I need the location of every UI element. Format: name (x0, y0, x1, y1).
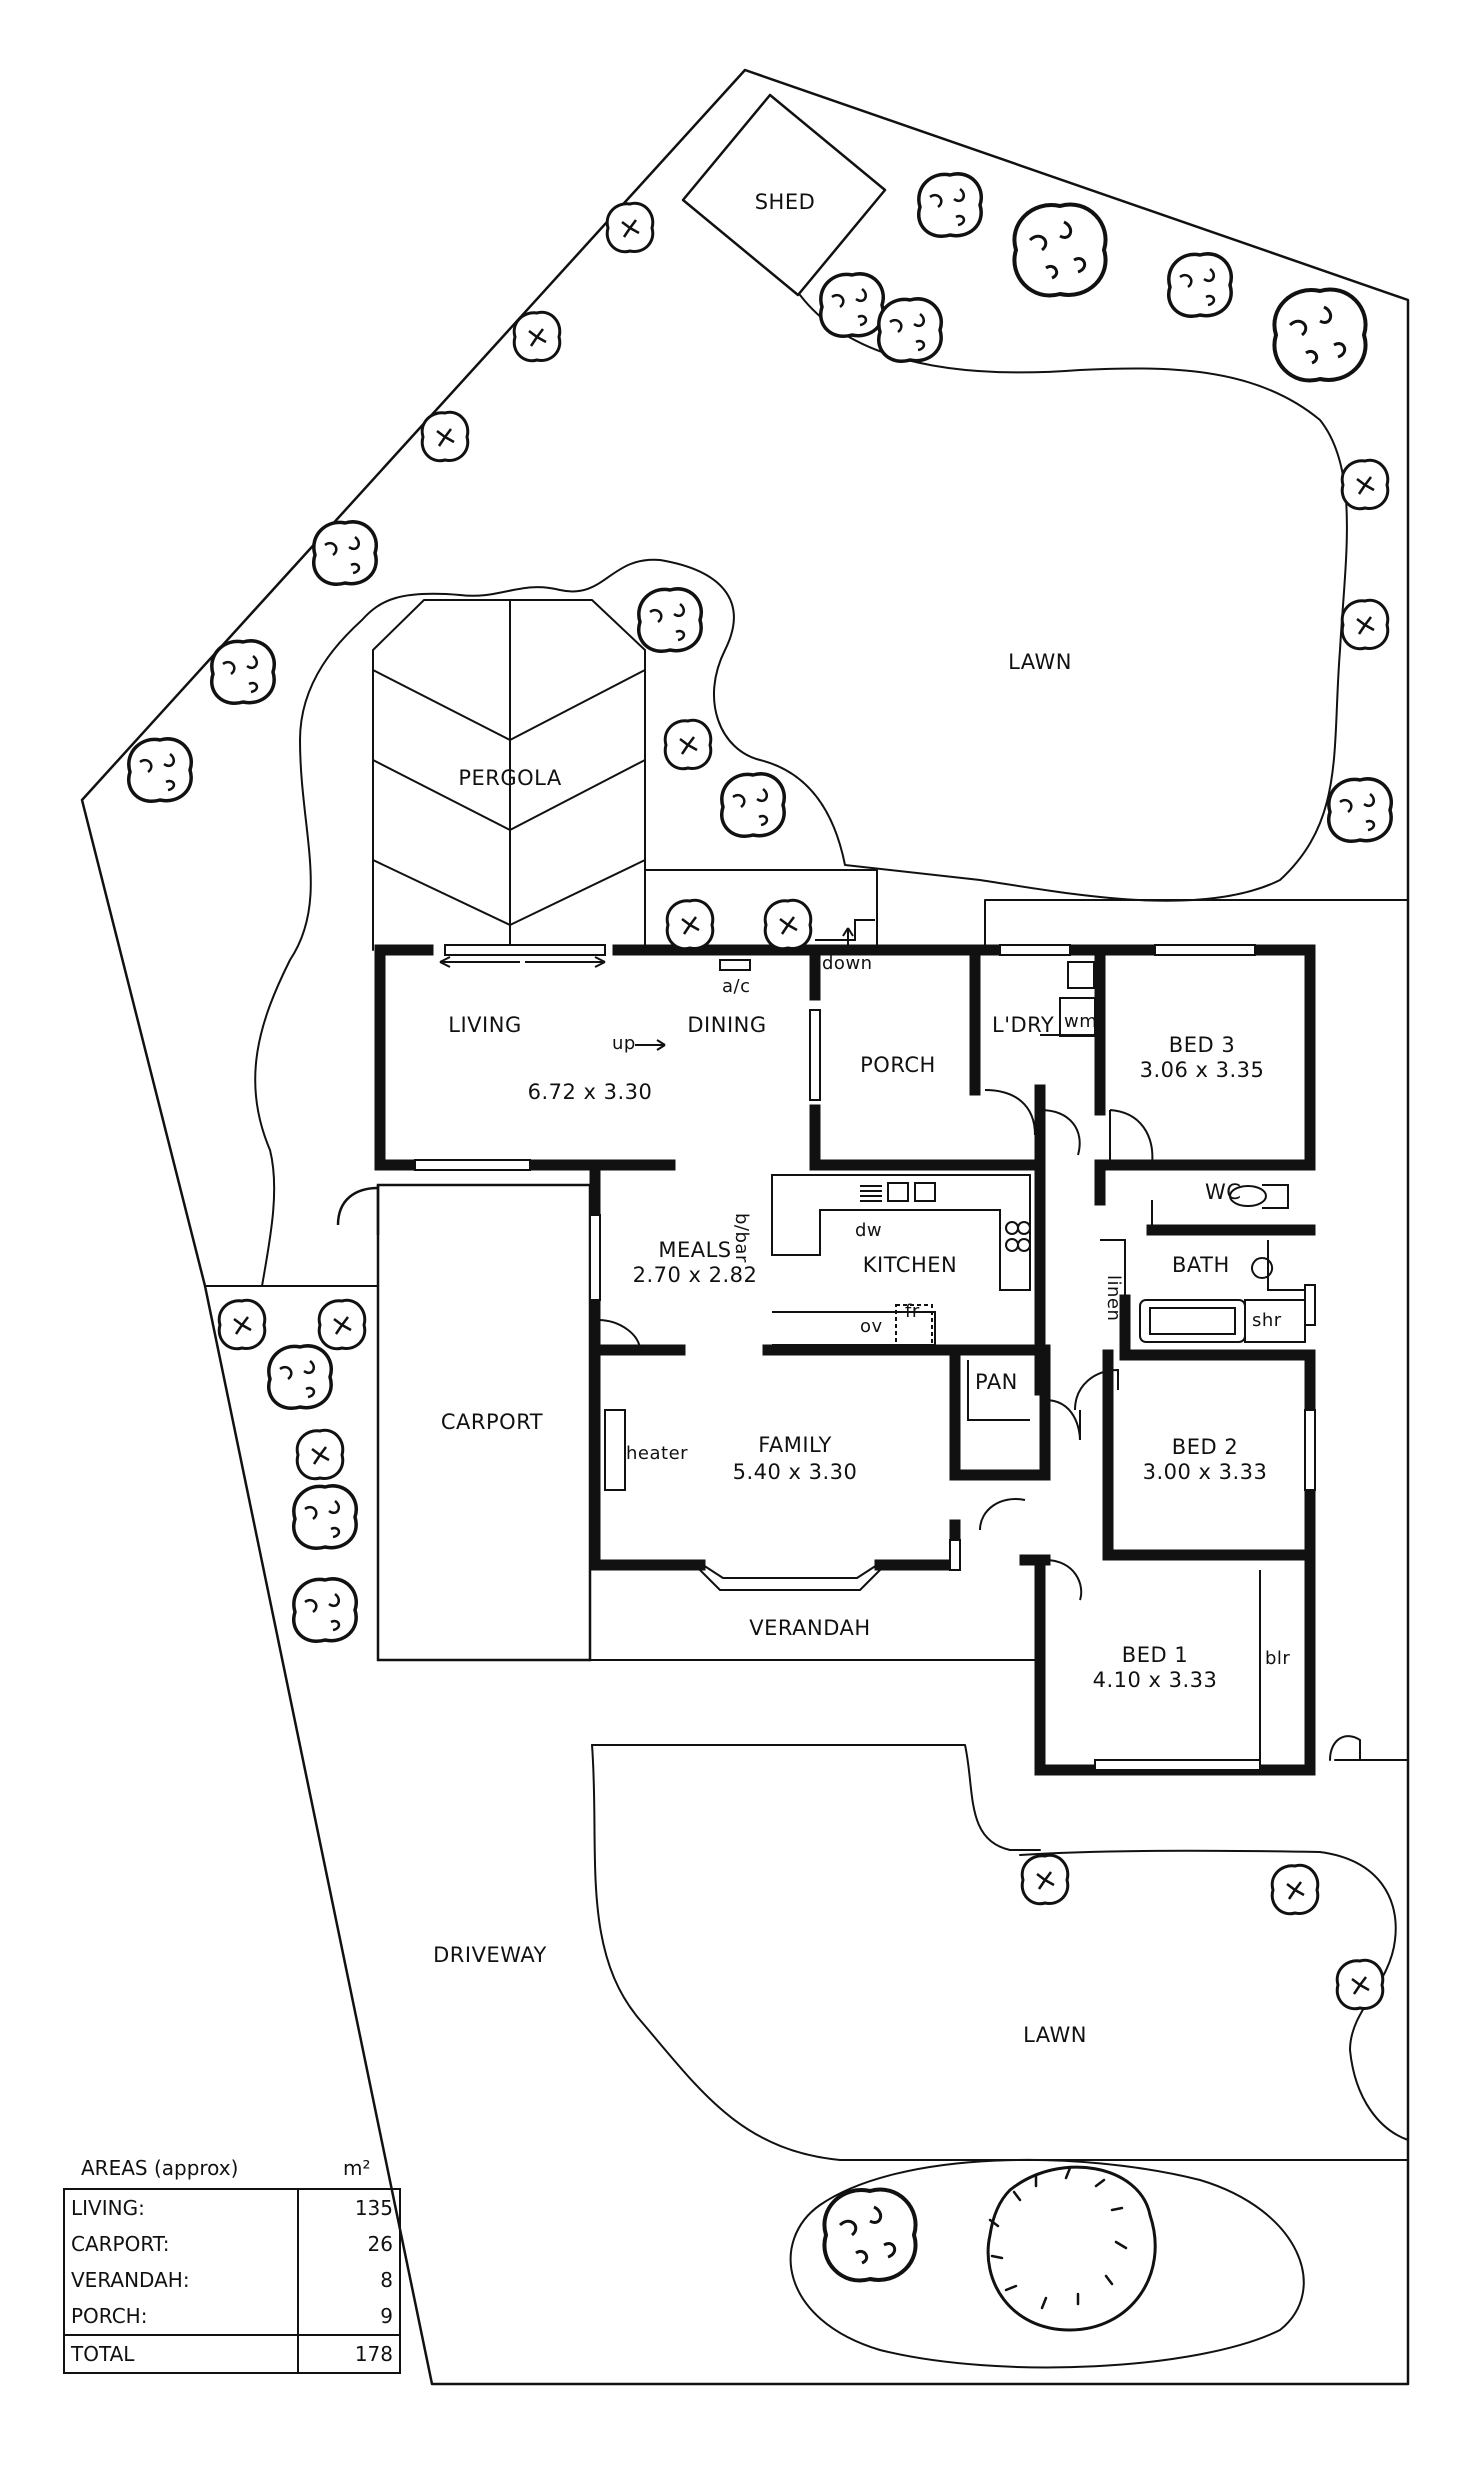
area-row-value: 135 (297, 2189, 400, 2226)
area-total-label: TOTAL (64, 2334, 298, 2373)
washing-machine-label: wm (1064, 1011, 1098, 1032)
area-row-value: 8 (297, 2262, 400, 2298)
ac-label: a/c (722, 976, 751, 997)
bed2-dimensions: 3.00 x 3.33 (1142, 1460, 1268, 1484)
table-row: VERANDAH: 8 (64, 2262, 400, 2298)
bed3-label: BED 3 (1168, 1033, 1236, 1057)
bed1-label: BED 1 (1121, 1643, 1189, 1667)
areas-table: AREAS (approx) m² LIVING: 135 CARPORT: 2… (63, 2148, 401, 2374)
table-row: PORCH: 9 (64, 2298, 400, 2335)
meals-dimensions: 2.70 x 2.82 (632, 1263, 758, 1287)
bed2-label: BED 2 (1171, 1435, 1239, 1459)
wc-label: WC (1205, 1180, 1242, 1204)
area-row-label: LIVING: (71, 2196, 145, 2220)
up-label: up (612, 1033, 636, 1054)
living-label: LIVING (448, 1013, 522, 1037)
shed-label: SHED (754, 190, 816, 214)
driveway-label: DRIVEWAY (433, 1943, 547, 1967)
area-row-label: CARPORT: (71, 2232, 170, 2256)
dishwasher-label: dw (855, 1220, 883, 1241)
porch-label: PORCH (860, 1053, 936, 1077)
table-row: CARPORT: 26 (64, 2226, 400, 2262)
oven-label: ov (860, 1316, 883, 1337)
shower-label: shr (1252, 1310, 1282, 1331)
areas-title: AREAS (approx) (81, 2156, 239, 2180)
table-row-total: TOTAL 178 (64, 2334, 400, 2373)
area-row-value: 26 (297, 2226, 400, 2262)
bed1-dimensions: 4.10 x 3.33 (1092, 1668, 1218, 1692)
front-lawn-label: LAWN (1023, 2023, 1087, 2047)
carport-label: CARPORT (440, 1410, 544, 1434)
down-label: down (822, 953, 873, 974)
family-label: FAMILY (758, 1433, 832, 1457)
pergola-label: PERGOLA (458, 766, 562, 790)
areas-unit: m² (343, 2156, 371, 2180)
fridge-label: fr (905, 1301, 920, 1322)
area-row-label: PORCH: (71, 2304, 148, 2328)
family-dimensions: 5.40 x 3.30 (732, 1460, 858, 1484)
heater-label: heater (626, 1443, 689, 1464)
area-row-label: VERANDAH: (71, 2268, 190, 2292)
area-total-value: 178 (297, 2334, 400, 2373)
breakfast-bar-label: b/bar (731, 1213, 752, 1263)
dining-label: DINING (687, 1013, 767, 1037)
kitchen-label: KITCHEN (862, 1253, 958, 1277)
living-dimensions: 6.72 x 3.30 (527, 1080, 653, 1104)
verandah-label: VERANDAH (749, 1616, 871, 1640)
bath-label: BATH (1172, 1253, 1230, 1277)
laundry-label: L'DRY (992, 1013, 1055, 1037)
meals-label: MEALS (658, 1238, 732, 1262)
back-lawn-label: LAWN (1008, 650, 1072, 674)
linen-label: linen (1103, 1275, 1124, 1322)
built-in-robe-label: blr (1265, 1648, 1291, 1669)
table-row: LIVING: 135 (64, 2189, 400, 2226)
area-row-value: 9 (297, 2298, 400, 2335)
pantry-label: PAN (975, 1370, 1018, 1394)
bed3-dimensions: 3.06 x 3.35 (1139, 1058, 1265, 1082)
